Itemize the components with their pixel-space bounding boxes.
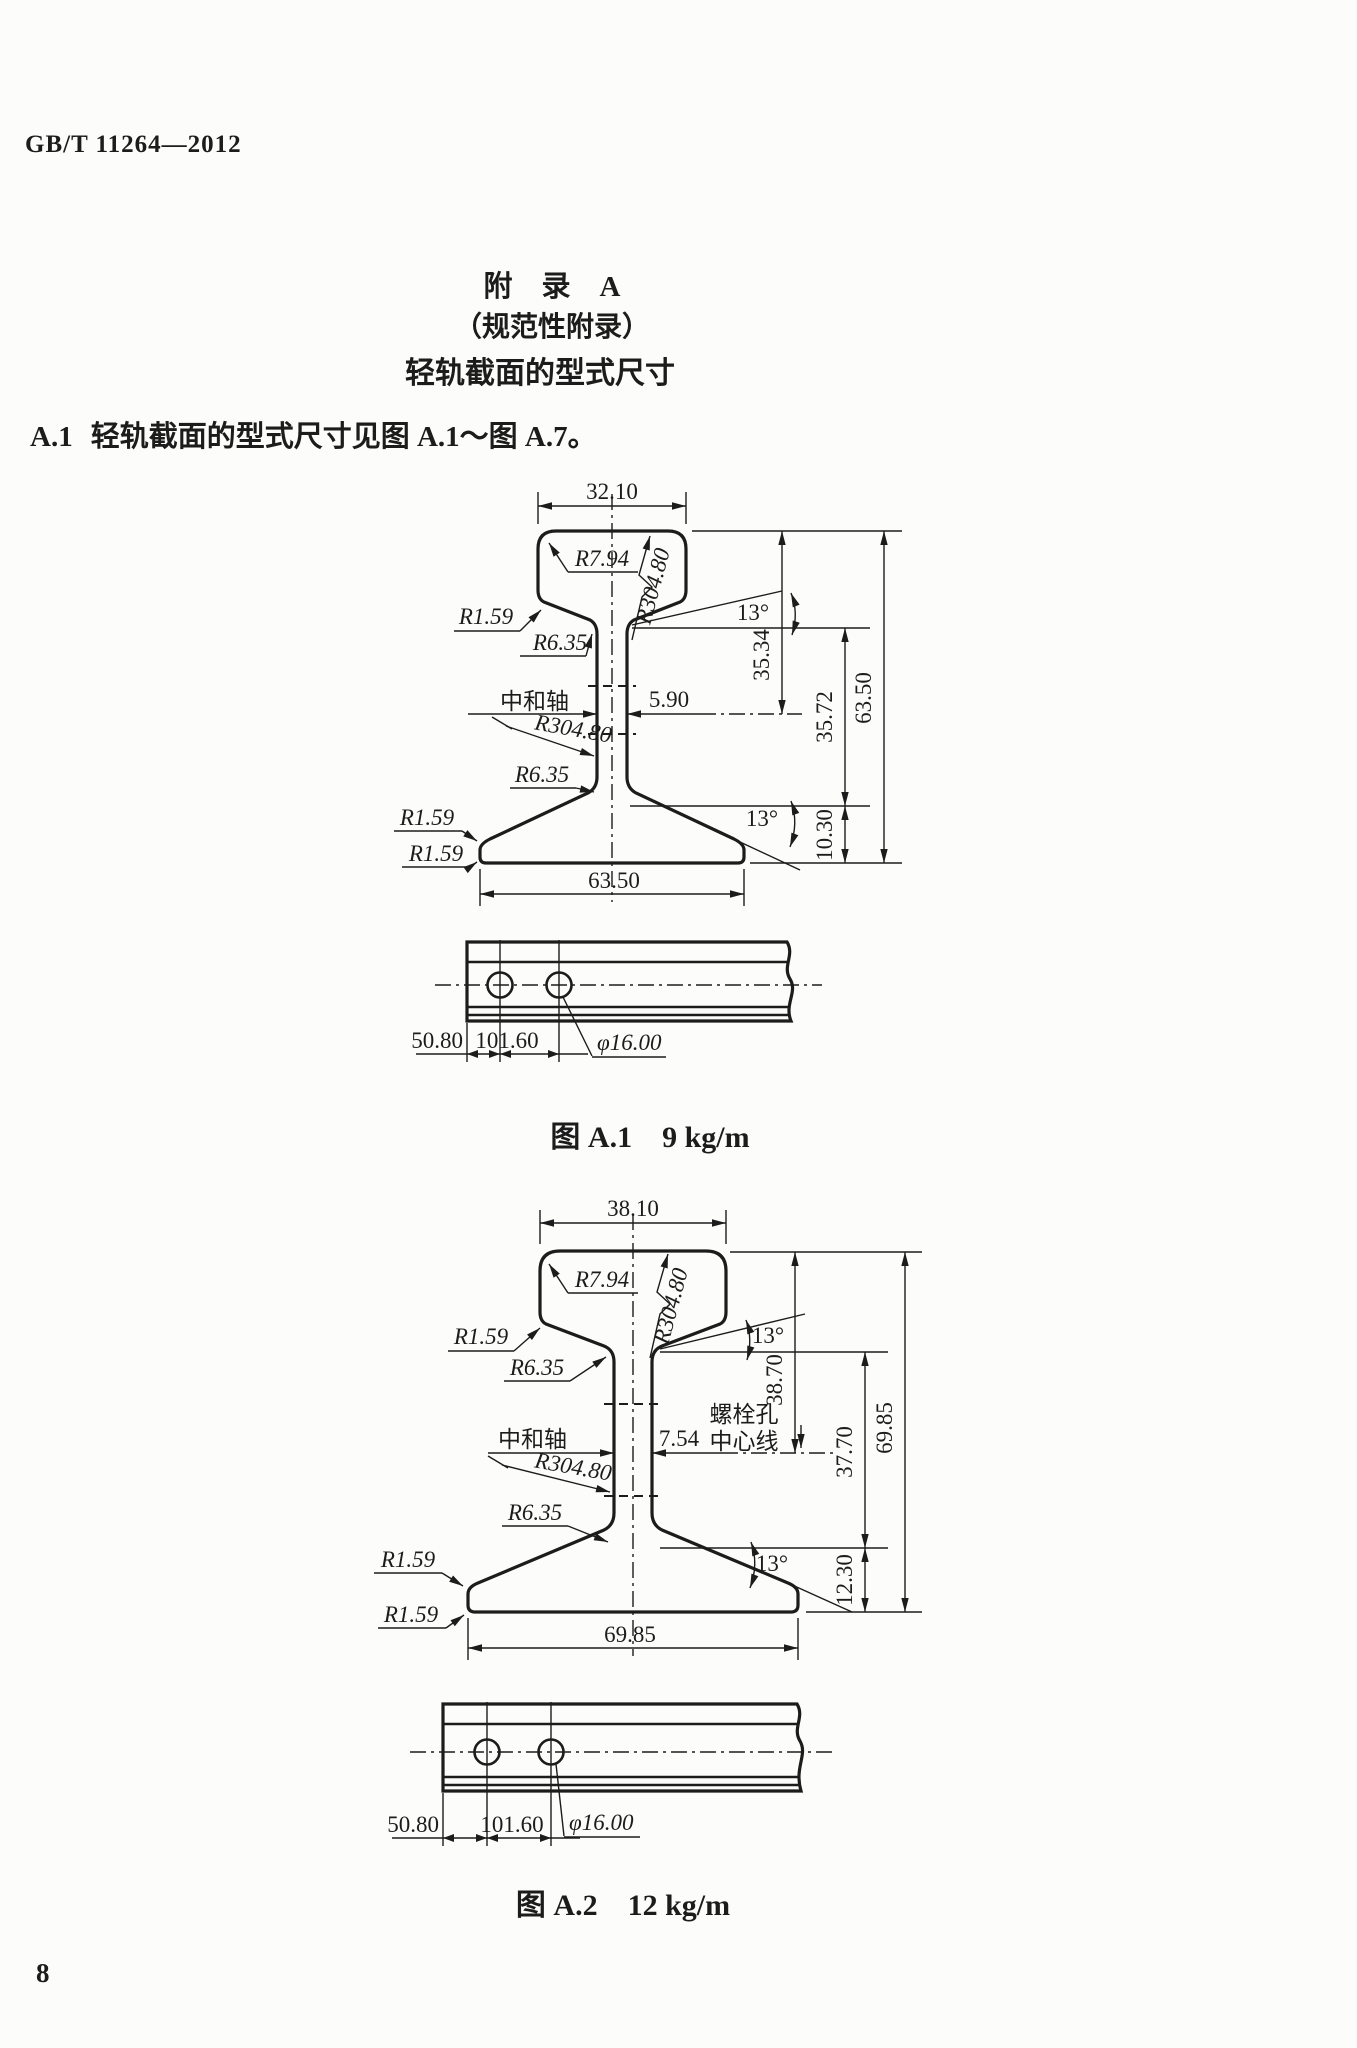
- dim-web-thickness-2: 7.54: [659, 1426, 700, 1451]
- dim-corner2-2: R1.59: [380, 1547, 436, 1572]
- dim-top-to-na-1: 35.34: [749, 629, 774, 681]
- appendix-heading: 轻轨截面的型式尺寸: [405, 357, 675, 390]
- dim-base-width-2: 69.85: [604, 1622, 656, 1647]
- rail-profile-1: [478, 529, 746, 865]
- dim-head-width-2: 38.10: [607, 1196, 659, 1221]
- figure1-side-view: 50.80 101.60 φ16.00: [411, 940, 822, 1062]
- dim-hole-edge-2: 50.80: [387, 1812, 439, 1837]
- dim-hole-spacing-2: 101.60: [480, 1812, 543, 1837]
- dim-crown-radius-1: R304.80: [630, 545, 675, 628]
- dim-hole-spacing-1: 101.60: [475, 1028, 538, 1053]
- dim-corner3-1: R1.59: [408, 841, 464, 866]
- dim-fillet-bottom-1: R6.35: [514, 762, 569, 787]
- dim-base-width-1: 63.50: [588, 868, 640, 893]
- clause-a1: A.1 轻轨截面的型式尺寸见图 A.1～图 A.7。: [30, 413, 597, 455]
- page-number: 8: [36, 1958, 50, 1988]
- dim-overall-height-2: 69.85: [872, 1402, 897, 1454]
- clause-number: A.1: [30, 421, 73, 453]
- dim-fish-height-1: 35.72: [812, 691, 837, 743]
- label-bolt-hole-line1: 螺栓孔: [710, 1402, 779, 1427]
- figure1-caption: 图 A.1 9 kg/m: [550, 1121, 750, 1154]
- dim-corner2-1: R1.59: [399, 805, 455, 830]
- dim-top-to-na-2: 38.70: [762, 1354, 787, 1406]
- dim-angle-top-2: 13°: [752, 1323, 784, 1348]
- figure2-cross-section: 38.10 R7.94 R304.80 R1.59 R6.35 13° 螺栓孔 …: [374, 1196, 922, 1660]
- dim-angle-bottom-2: 13°: [756, 1551, 788, 1576]
- dim-head-width-1: 32.10: [586, 479, 638, 504]
- figure1-cross-section: 32.10 R7.94 R304.80 R1.59 R6.35 13° 中和轴 …: [394, 479, 902, 906]
- dim-fillet-top-1: R6.35: [532, 630, 587, 655]
- dim-overall-height-1: 63.50: [851, 672, 876, 724]
- dim-fillet-top-2: R6.35: [509, 1355, 564, 1380]
- label-neutral-axis-1: 中和轴: [500, 689, 569, 714]
- dim-hole-edge-1: 50.80: [411, 1028, 463, 1053]
- appendix-title: 附 录 A: [483, 271, 621, 303]
- label-neutral-axis-2: 中和轴: [498, 1427, 567, 1452]
- dim-angle-top-1: 13°: [737, 600, 769, 625]
- clause-text: 轻轨截面的型式尺寸见图 A.1～图 A.7。: [90, 421, 597, 453]
- label-bolt-hole-line2: 中心线: [710, 1429, 779, 1454]
- standard-number: GB/T 11264—2012: [25, 131, 242, 158]
- figure2-side-view: 50.80 101.60 φ16.00: [387, 1702, 836, 1846]
- dim-head-radius-1: R7.94: [574, 546, 629, 571]
- dim-web-thickness-1: 5.90: [649, 687, 689, 712]
- dim-base-height-2: 12.30: [832, 1554, 857, 1606]
- rail-profile-2: [466, 1249, 800, 1614]
- dim-head-radius-2: R7.94: [574, 1267, 629, 1292]
- appendix-subtitle: （规范性附录）: [453, 312, 651, 343]
- dim-web-radius-1: R304.80: [532, 709, 614, 747]
- dim-corner3-2: R1.59: [383, 1602, 439, 1627]
- dim-angle-bottom-1: 13°: [746, 806, 778, 831]
- dim-corner1-2: R1.59: [453, 1324, 509, 1349]
- dim-corner1-1: R1.59: [458, 604, 514, 629]
- figure2-caption: 图 A.2 12 kg/m: [515, 1889, 731, 1922]
- dim-fillet-bottom-2: R6.35: [507, 1500, 562, 1525]
- dim-fish-height-2: 37.70: [832, 1426, 857, 1478]
- dim-base-height-1: 10.30: [812, 809, 837, 861]
- dim-hole-dia-1: φ16.00: [597, 1030, 662, 1055]
- dim-hole-dia-2: φ16.00: [569, 1810, 634, 1835]
